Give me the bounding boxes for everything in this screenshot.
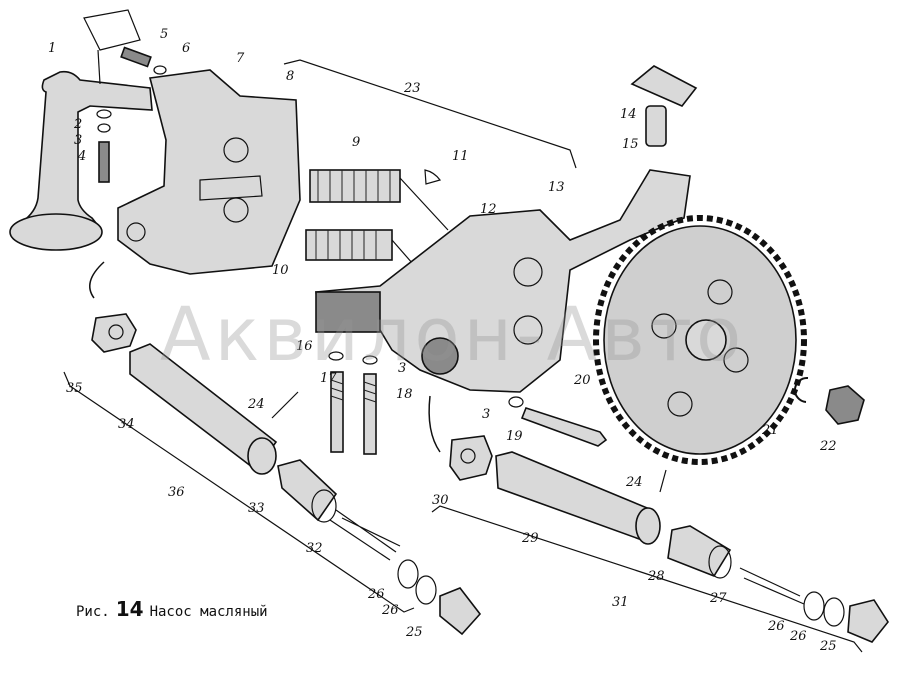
callout-3: 3	[398, 361, 406, 376]
callout-5: 5	[160, 27, 168, 42]
callout-22: 22	[819, 439, 837, 454]
callout-7: 7	[236, 51, 245, 66]
callout-34: 34	[118, 417, 135, 432]
bolt-5	[120, 46, 167, 75]
callout-16: 16	[296, 339, 313, 354]
callout-26: 26	[767, 619, 785, 634]
watermark: Аквилон-Авто	[160, 292, 746, 378]
pump-gears	[305, 169, 449, 273]
group-brackets	[63, 59, 863, 653]
callout-labels: 1234567891011121314151631718192021222324…	[48, 27, 837, 654]
callout-25: 25	[405, 625, 423, 640]
callout-28: 28	[647, 569, 665, 584]
callout-26: 26	[381, 603, 399, 618]
callout-17: 17	[320, 371, 337, 386]
callout-26: 26	[367, 587, 385, 602]
drive-gear	[593, 215, 807, 465]
callout-1: 1	[48, 41, 56, 56]
callout-20: 20	[573, 373, 591, 388]
callout-30: 30	[432, 493, 449, 508]
callout-10: 10	[272, 263, 289, 278]
callout-25: 25	[819, 639, 837, 654]
callout-2: 2	[73, 117, 82, 132]
callout-8: 8	[286, 69, 294, 84]
callout-32: 32	[306, 541, 323, 556]
callout-27: 27	[709, 591, 727, 606]
callout-6: 6	[182, 41, 190, 56]
figure-title: Насос масляный	[149, 604, 268, 620]
callout-24: 24	[247, 397, 265, 412]
callout-4: 4	[77, 149, 86, 164]
callout-35: 35	[66, 381, 83, 396]
callout-24: 24	[625, 475, 643, 490]
callout-13: 13	[548, 180, 565, 195]
callout-36: 36	[168, 485, 185, 500]
callout-26: 26	[789, 629, 807, 644]
callout-11: 11	[452, 149, 469, 164]
callout-3: 3	[74, 133, 82, 148]
callout-31: 31	[612, 595, 629, 610]
callout-15: 15	[622, 137, 639, 152]
callout-29: 29	[521, 531, 539, 546]
pump-body	[315, 169, 691, 393]
callout-33: 33	[248, 501, 265, 516]
bolt-4	[96, 109, 112, 183]
bolts-and-studs	[271, 351, 667, 493]
callout-21: 21	[761, 423, 779, 438]
callout-23: 23	[403, 81, 421, 96]
figure-caption: Рис. 14 Насос масляный	[76, 597, 268, 621]
left-valve-assembly	[91, 313, 482, 636]
figure-number: 14	[115, 597, 144, 621]
pump-cover	[117, 69, 301, 275]
oil-intake-pipe	[9, 9, 153, 251]
callout-9: 9	[352, 135, 360, 150]
callout-18: 18	[396, 387, 413, 402]
snap-ring-and-nut	[794, 376, 865, 425]
callout-14: 14	[620, 107, 637, 122]
callout-3: 3	[482, 407, 490, 422]
right-valve-assembly	[449, 435, 889, 643]
mounting-plate	[630, 65, 698, 147]
figure-prefix: Рис.	[76, 604, 110, 620]
callout-19: 19	[506, 429, 523, 444]
callout-12: 12	[480, 202, 497, 217]
